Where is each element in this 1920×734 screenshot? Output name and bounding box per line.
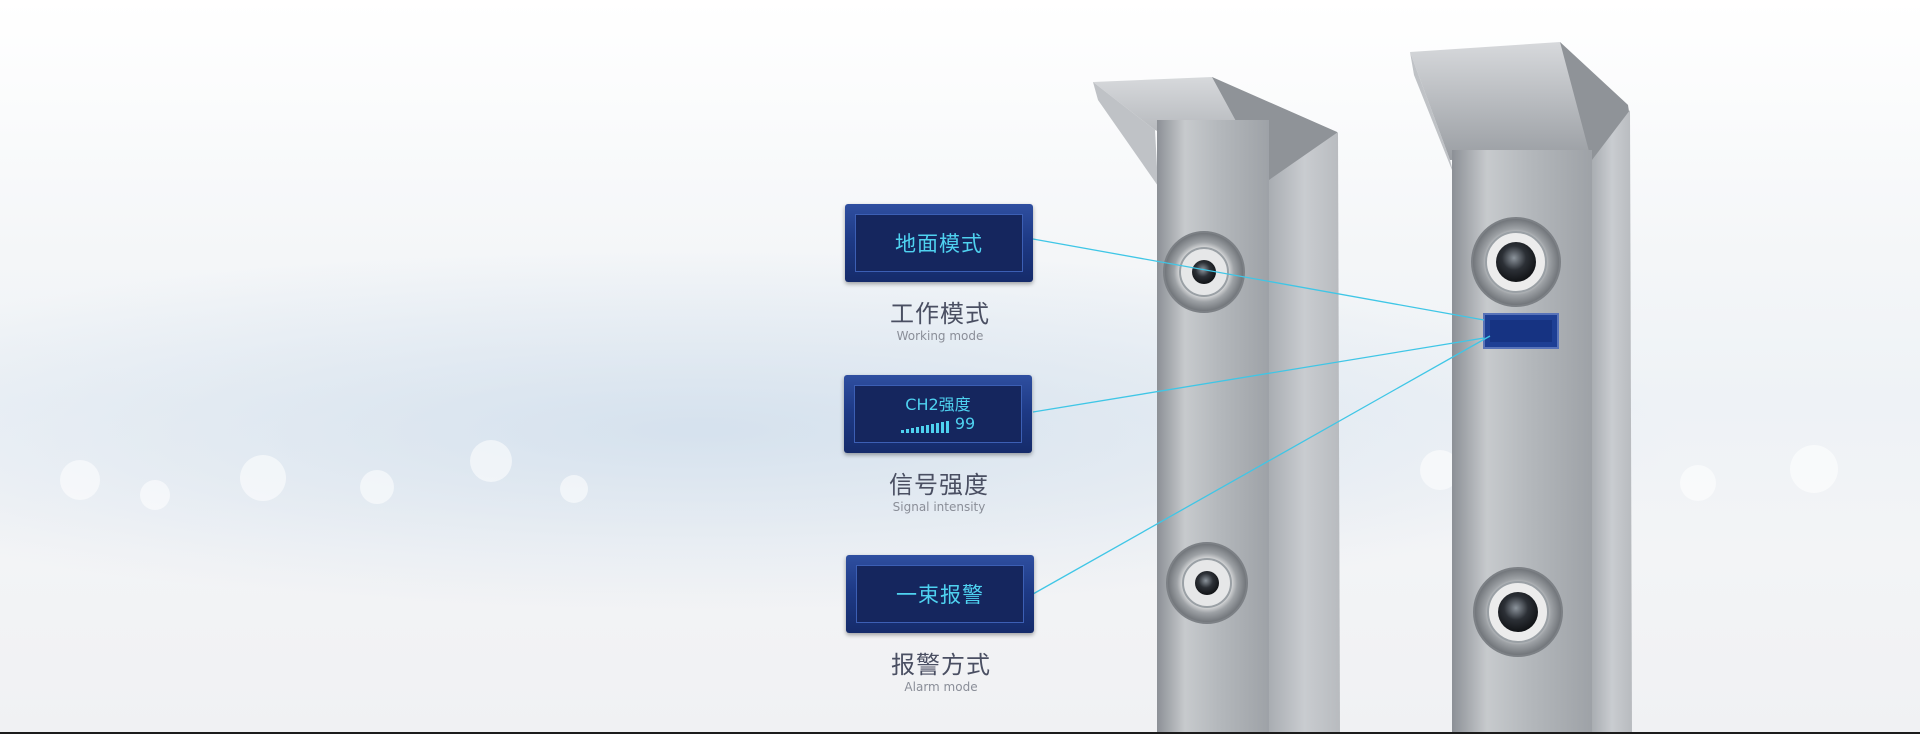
bokeh-dot — [240, 455, 286, 501]
caption-title: 信号强度 — [889, 471, 989, 499]
bokeh-dot — [1790, 445, 1838, 493]
lcd-display-working-mode: 地面模式 — [845, 204, 1033, 282]
signal-bars-icon — [900, 421, 949, 433]
caption-subtitle: Alarm mode — [904, 680, 978, 694]
left-detector-column — [1093, 77, 1340, 734]
caption-subtitle: Signal intensity — [892, 500, 986, 514]
leader-lines — [1032, 238, 1491, 595]
bokeh-dot — [470, 440, 512, 482]
leader-line-working-mode — [1032, 238, 1485, 321]
lcd-display-alarm-mode: 一束报警 — [846, 555, 1034, 633]
bokeh-dot — [140, 480, 170, 510]
bottom-divider — [0, 732, 1920, 734]
lcd-signal-value: 99 — [954, 414, 976, 433]
lcd-text: 地面模式 — [895, 232, 983, 256]
bokeh-dot — [1680, 465, 1716, 501]
bokeh-dot — [60, 460, 100, 500]
callout-signal-intensity: CH2强度 99 信号强度 Signal intensity — [844, 375, 1034, 514]
caption-subtitle: Working mode — [896, 329, 984, 343]
bokeh-dot — [360, 470, 394, 504]
right-detector-column — [1410, 42, 1632, 734]
leader-line-signal-intensity — [1032, 337, 1485, 413]
bokeh-dot — [560, 475, 588, 503]
callout-working-mode: 地面模式 工作模式 Working mode — [845, 204, 1035, 343]
leader-line-alarm-mode — [1032, 335, 1491, 595]
lcd-text: 一束报警 — [896, 583, 984, 607]
caption-title: 报警方式 — [891, 651, 991, 679]
caption-title: 工作模式 — [890, 300, 990, 328]
callout-alarm-mode: 一束报警 报警方式 Alarm mode — [846, 555, 1036, 694]
lcd-display-signal-intensity: CH2强度 99 — [844, 375, 1032, 453]
lcd-channel-text: CH2强度 — [905, 395, 971, 414]
